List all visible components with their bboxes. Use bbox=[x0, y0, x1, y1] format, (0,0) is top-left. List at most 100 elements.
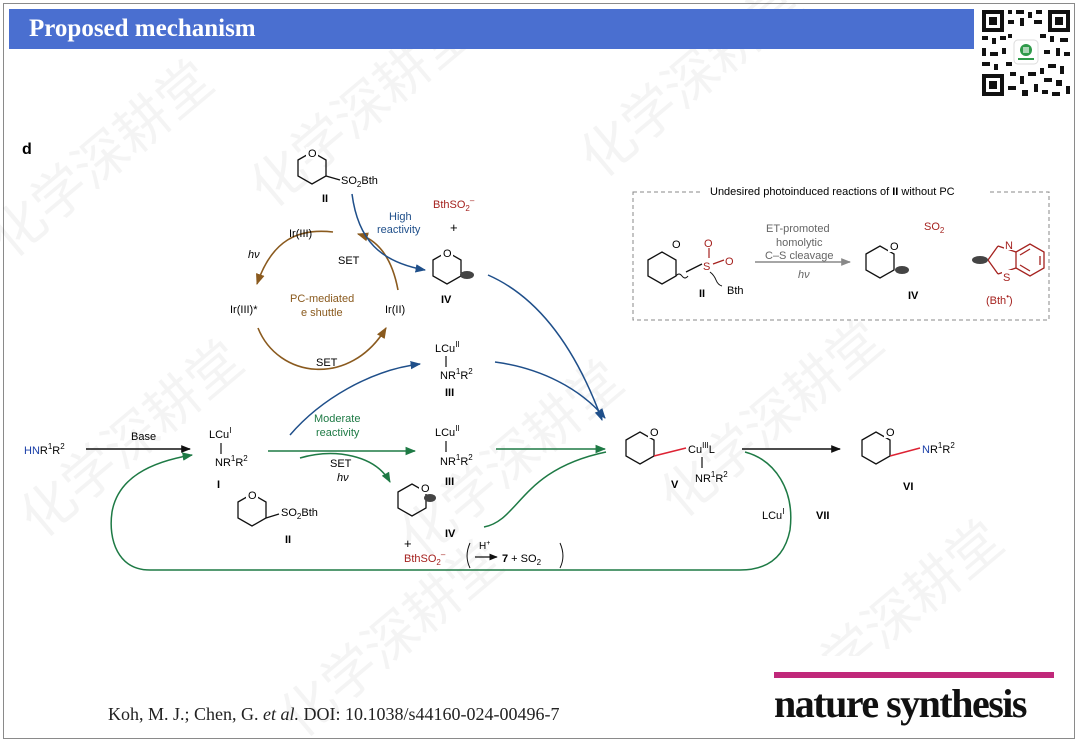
hv-label: hν bbox=[798, 269, 810, 281]
oxygen-atom: O bbox=[443, 248, 452, 260]
sulfur-atom: S bbox=[703, 261, 710, 273]
qr-code-icon bbox=[978, 6, 1074, 100]
radical-orbital-icon bbox=[424, 494, 436, 502]
cu-iii-label: CuIIIL bbox=[688, 441, 715, 456]
arrow-to-radical-iv-lower bbox=[299, 452, 391, 483]
compound-iv-label: IV bbox=[445, 528, 456, 540]
base-label: Base bbox=[131, 431, 156, 443]
ir-iii-star-label: Ir(III)* bbox=[230, 304, 258, 316]
so2-byproduct: SO2 bbox=[924, 221, 945, 235]
citation-authors: Koh, M. J.; Chen, G. bbox=[108, 704, 264, 724]
compound-ii-label: II bbox=[285, 534, 291, 546]
byproduct-label: 7 + SO2 bbox=[502, 553, 542, 567]
amine-reagent: HNR1R2 bbox=[24, 442, 65, 457]
radical-orbital-icon bbox=[972, 256, 988, 264]
journal-logo: nature synthesis bbox=[774, 681, 1027, 726]
arrow-ii-to-iv bbox=[351, 193, 427, 273]
sulfone-top: O SO2Bth II bbox=[297, 147, 378, 205]
lcu-ii-label: LCuII bbox=[435, 340, 460, 355]
oxygen-atom: O bbox=[725, 256, 734, 268]
radical-iv-top: O IV bbox=[432, 247, 474, 306]
journal-accent-bar bbox=[774, 672, 1054, 678]
compound-ii-label: II bbox=[322, 193, 328, 205]
set-label: SET bbox=[338, 255, 360, 267]
inset-frame bbox=[632, 191, 1050, 321]
nr1r2-label: NR1R2 bbox=[440, 367, 473, 382]
radical-orbital-icon bbox=[895, 266, 909, 274]
oxygen-atom: O bbox=[248, 490, 257, 502]
et-label: homolytic bbox=[776, 237, 823, 249]
compound-iv-label: IV bbox=[908, 290, 919, 302]
cu-ii-complex-upper: LCuII NR1R2 III bbox=[435, 340, 473, 399]
plus-sign: + bbox=[450, 220, 458, 235]
compound-vi-label: VI bbox=[903, 481, 913, 493]
pc-mediated-label: PC-mediated bbox=[290, 293, 354, 305]
bth-label: Bth bbox=[727, 285, 744, 297]
inset-title: Undesired photoinduced reactions of II w… bbox=[710, 186, 955, 198]
slide-frame bbox=[3, 3, 1075, 739]
radical-orbital-icon bbox=[460, 271, 474, 279]
cycle-arrow-oxidation bbox=[356, 232, 399, 291]
lcu-i-label: LCuI bbox=[762, 507, 784, 522]
inset-side-reactions: Undesired photoinduced reactions of II w… bbox=[632, 183, 1050, 321]
citation-etal: et al. bbox=[263, 704, 300, 724]
radical-iv-bottom: O IV bbox=[397, 482, 456, 540]
ir-iii-label: Ir(III) bbox=[289, 228, 312, 240]
oxygen-atom: O bbox=[672, 239, 681, 251]
cycle-arrow-excitation bbox=[256, 230, 334, 286]
compound-v-label: V bbox=[671, 479, 679, 491]
arrow-radical-to-v bbox=[483, 451, 607, 528]
citation: Koh, M. J.; Chen, G. et al. DOI: 10.1038… bbox=[108, 704, 560, 725]
hv-label: hν bbox=[337, 472, 349, 484]
sulfur-atom: S bbox=[1003, 272, 1010, 284]
arrow-iii-to-v bbox=[494, 361, 606, 419]
bthso2-anion: BthSO2– bbox=[433, 196, 475, 213]
cycle-arrow-reduction bbox=[257, 327, 387, 371]
journal-logo-box bbox=[752, 656, 1070, 736]
panel-label: d bbox=[22, 141, 32, 158]
high-reactivity-label: High bbox=[389, 211, 412, 223]
oxygen-atom: O bbox=[704, 238, 713, 250]
compound-iv-label: IV bbox=[441, 294, 452, 306]
oxygen-atom: O bbox=[886, 427, 895, 439]
proton-label: H+ bbox=[479, 540, 490, 552]
bth-radical-label: (Bth•) bbox=[986, 292, 1013, 307]
compound-i-label: I bbox=[217, 479, 220, 491]
sulfone-label: SO2Bth bbox=[281, 507, 318, 521]
nr1r2-label: NR1R2 bbox=[695, 470, 728, 485]
sulfone-bottom: O SO2Bth II bbox=[237, 489, 318, 546]
compound-iii-label: III bbox=[445, 476, 454, 488]
slide-title: Proposed mechanism bbox=[9, 9, 974, 49]
arrow-i-to-iii bbox=[289, 360, 422, 436]
cu-iii-complex: O CuIIIL NR1R2 V bbox=[625, 426, 728, 491]
citation-doi: DOI: 10.1038/s44160-024-00496-7 bbox=[299, 704, 560, 724]
arrow-iv-to-v bbox=[487, 274, 603, 421]
et-label: C–S cleavage bbox=[765, 250, 834, 262]
et-label: ET-promoted bbox=[766, 223, 830, 235]
oxygen-atom: O bbox=[308, 148, 317, 160]
compound-iii-label: III bbox=[445, 387, 454, 399]
set-label: SET bbox=[316, 357, 338, 369]
product-amine-label: NR1R2 bbox=[922, 441, 955, 456]
compound-ii-label: II bbox=[699, 288, 705, 300]
pc-mediated-label: e shuttle bbox=[301, 307, 343, 319]
compound-vii-label: VII bbox=[816, 510, 829, 522]
oxygen-atom: O bbox=[650, 427, 659, 439]
nitrogen-atom: N bbox=[1005, 240, 1013, 252]
nr1r2-label: NR1R2 bbox=[440, 453, 473, 468]
lcu-ii-label: LCuII bbox=[435, 424, 460, 439]
hv-label: hν bbox=[248, 249, 260, 261]
sulfone-label: SO2Bth bbox=[341, 175, 378, 189]
product-vi: O NR1R2 VI bbox=[861, 426, 955, 493]
oxygen-atom: O bbox=[890, 241, 899, 253]
oxygen-atom: O bbox=[421, 483, 430, 495]
photocatalytic-cycle: Ir(III) Ir(III)* Ir(II) hν SET SET PC-me… bbox=[230, 228, 405, 371]
nr1r2-label: NR1R2 bbox=[215, 454, 248, 469]
ir-ii-label: Ir(II) bbox=[385, 304, 405, 316]
moderate-reactivity-label: reactivity bbox=[316, 427, 360, 439]
lcu-i-label: LCuI bbox=[209, 426, 231, 441]
arrow-catalyst-regeneration bbox=[110, 451, 792, 571]
moderate-reactivity-label: Moderate bbox=[314, 413, 360, 425]
